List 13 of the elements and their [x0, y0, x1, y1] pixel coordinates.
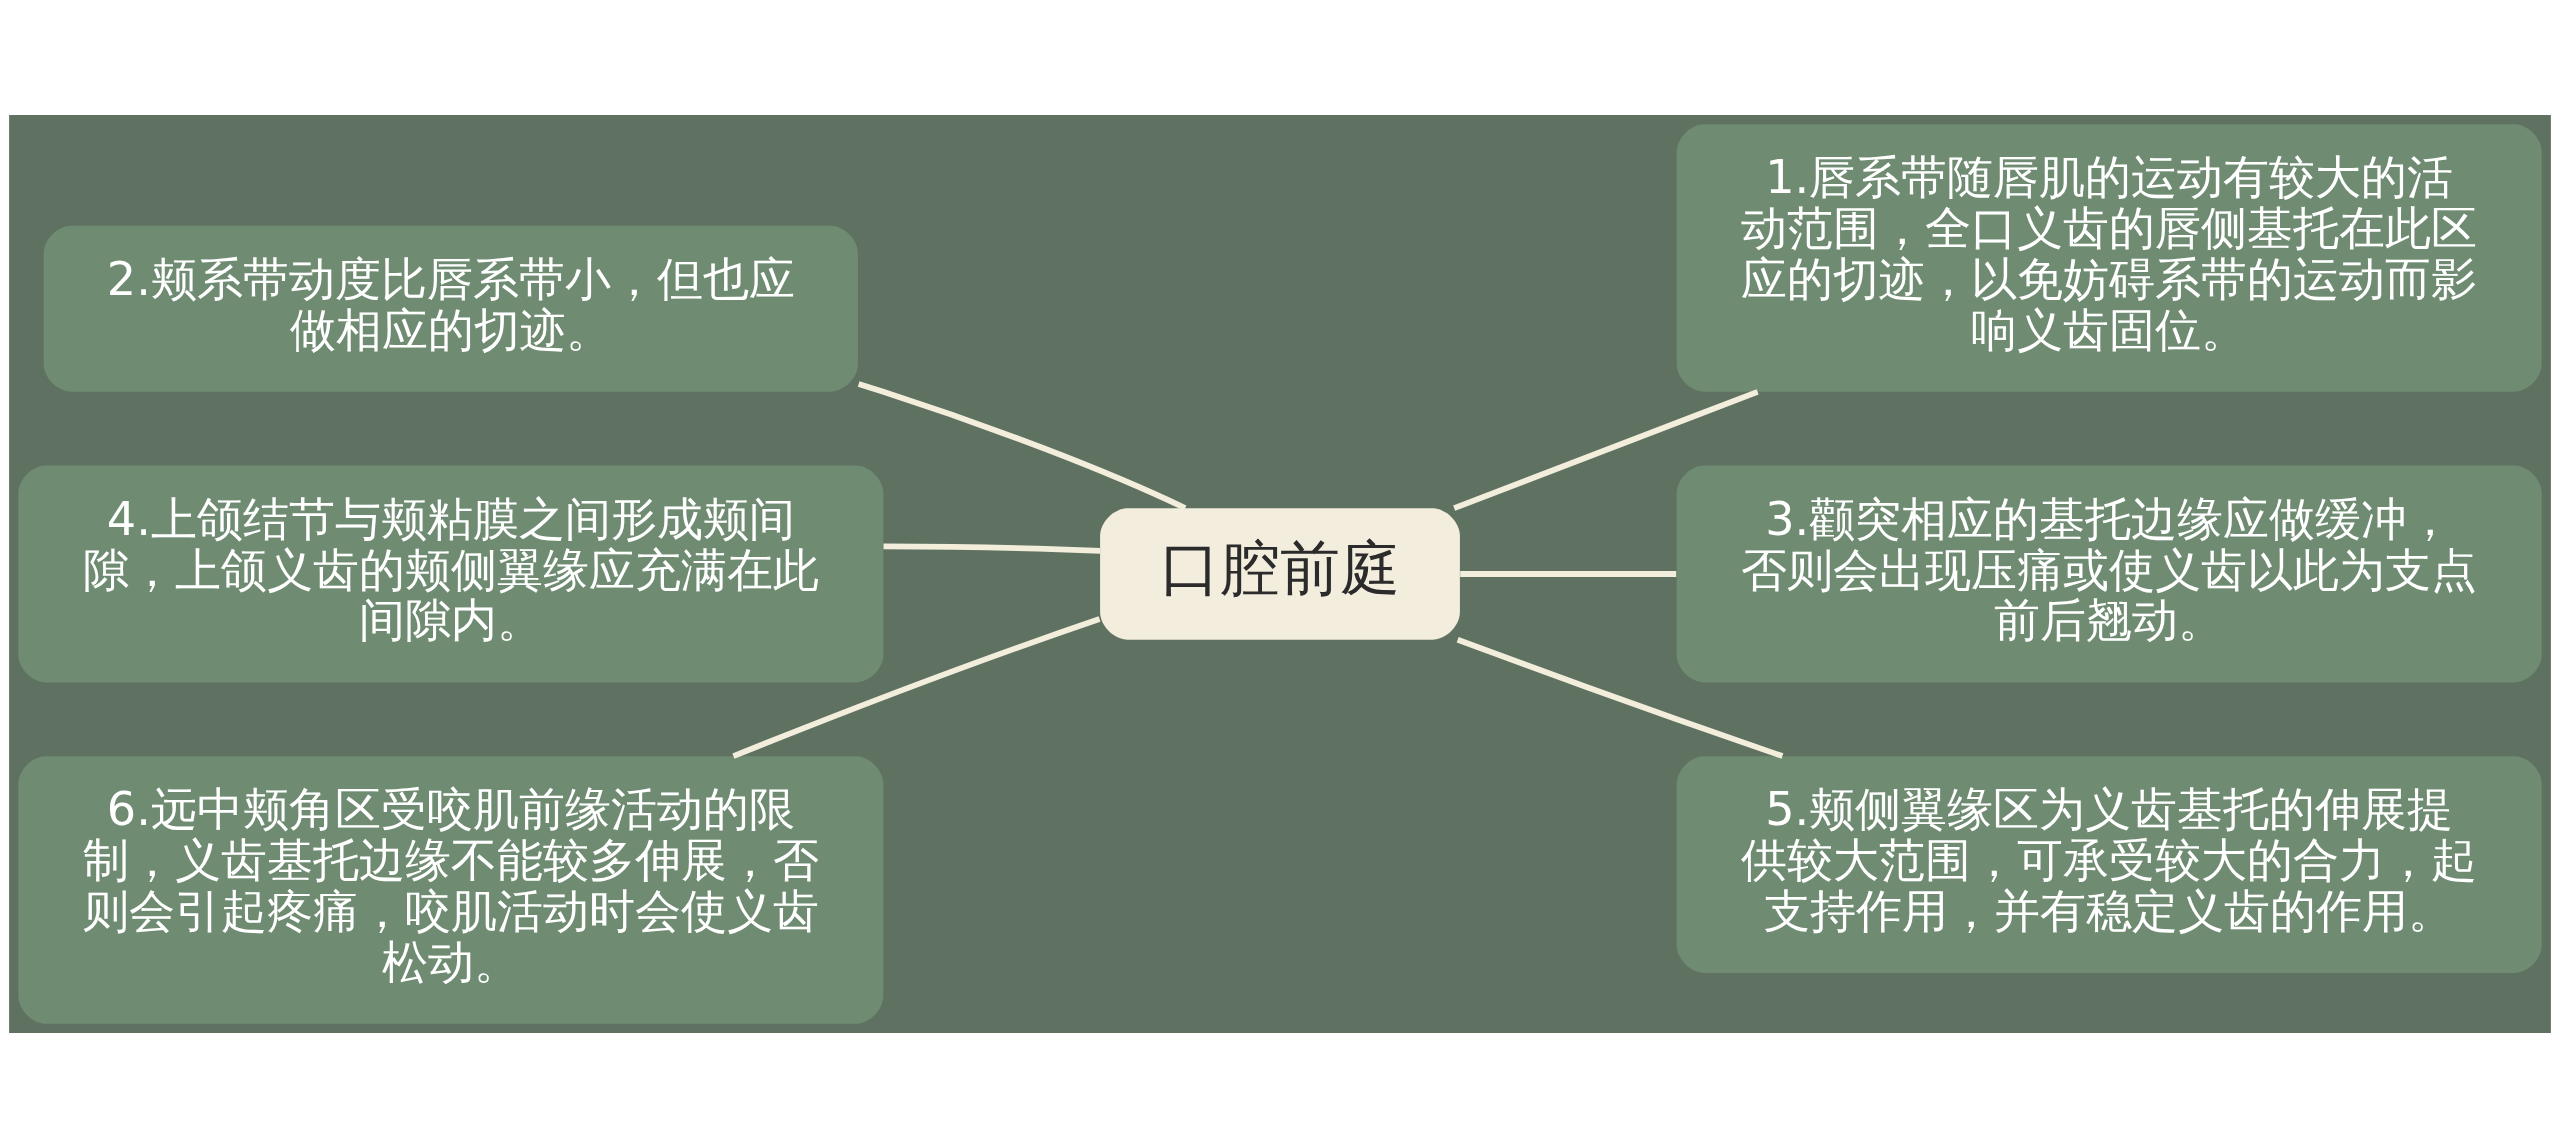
connector: [1460, 570, 1677, 577]
node-box: 5.颊侧翼缘区为义齿基托的伸展提供较大范围，可承受较大的合力，起支持作用，并有稳定义齿的作用。: [1676, 755, 2542, 973]
connector: [732, 615, 1101, 759]
connector: [857, 380, 1187, 511]
node-box: 1.唇系带随唇肌的运动有较大的活动范围，全口义齿的唇侧基托在此区应的切迹，以免妨碍系带的运动而影响义齿固位。: [1676, 123, 2542, 392]
node-box: 3.颧突相应的基托边缘应做缓冲，否则会出现压痛或使义齿以此为支点前后翘动。: [1676, 465, 2542, 682]
node-box: 6.远中颊角区受咬肌前缘活动的限制，义齿基托边缘不能较多伸展，否则会引起疼痛，咬肌活动时会使义齿松动。: [18, 755, 884, 1024]
connector: [1453, 388, 1759, 511]
node-box: 2.颊系带动度比唇系带小，但也应做相应的切迹。: [43, 225, 858, 392]
connector: [883, 542, 1101, 554]
connector: [1456, 636, 1784, 759]
node-box: 口腔前庭: [1100, 507, 1460, 640]
node-box: 4.上颌结节与颊粘膜之间形成颊间隙，上颌义齿的颊侧翼缘应充满在此间隙内。: [18, 465, 884, 682]
